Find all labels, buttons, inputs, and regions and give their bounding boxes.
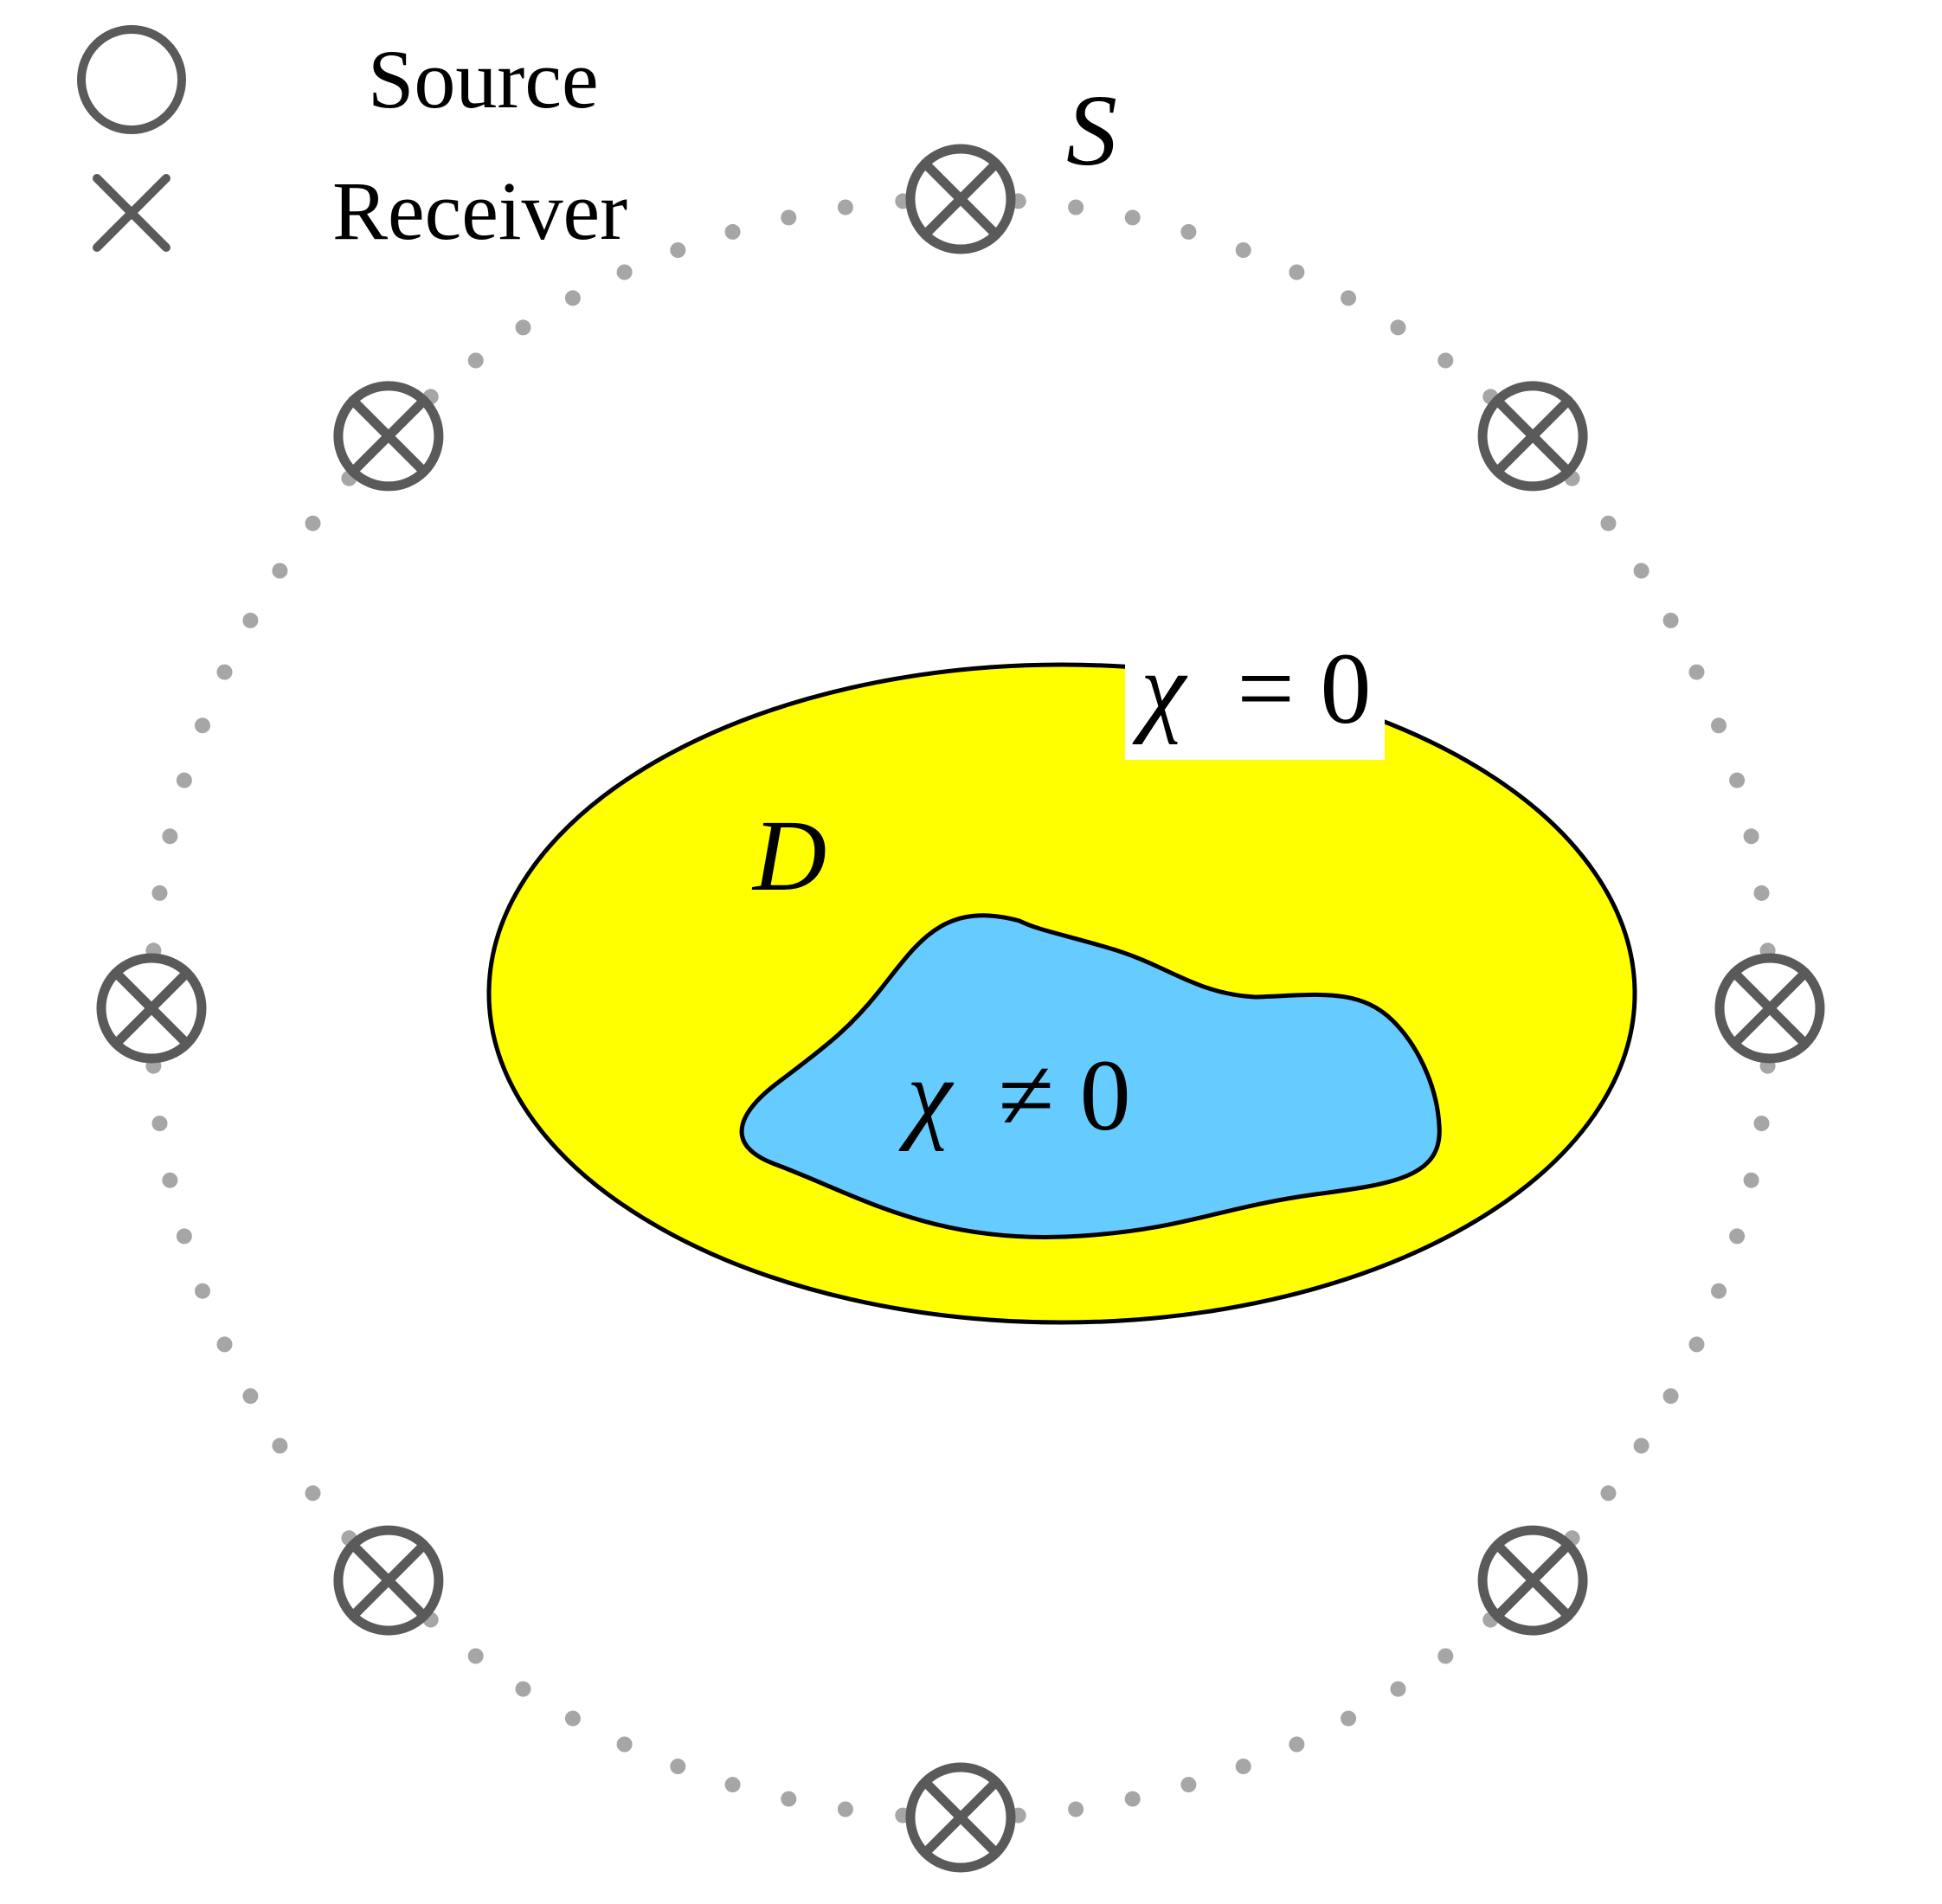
- surface-dot: [1289, 1736, 1305, 1753]
- legend: Source Receiver: [77, 25, 627, 257]
- surface-dot: [724, 223, 741, 240]
- surface-dot: [1662, 1388, 1679, 1405]
- surface-dot: [1743, 828, 1759, 845]
- source-legend-icon: [77, 25, 186, 134]
- surface-dot: [1688, 664, 1705, 680]
- surface-dot: [670, 1759, 686, 1774]
- surface-dot: [1341, 290, 1357, 306]
- transducer-icon: [1477, 1525, 1588, 1636]
- source-legend-label: Source: [368, 33, 599, 125]
- surface-dot: [1341, 1710, 1357, 1727]
- surface-dot: [1633, 1438, 1649, 1454]
- surface-dot: [151, 884, 168, 901]
- surface-dot: [176, 1228, 192, 1245]
- surface-dot: [1289, 264, 1305, 280]
- surface-dot: [616, 264, 633, 280]
- surface-dot: [1390, 1681, 1406, 1697]
- chi-zero-label-box: [1125, 658, 1385, 760]
- surface-dot: [1124, 1791, 1141, 1807]
- surface-dot: [195, 717, 210, 734]
- surface-dot: [670, 242, 686, 258]
- surface-dot: [1753, 1116, 1770, 1132]
- surface-dot: [467, 1648, 484, 1664]
- chi-nonzero-symbol: χ: [898, 1039, 955, 1152]
- surface-dot: [515, 319, 531, 336]
- scatterer-region: [739, 913, 1442, 1240]
- surface-dot: [1711, 1283, 1727, 1299]
- surface-dot: [1235, 242, 1251, 258]
- surface-dot: [1068, 199, 1084, 215]
- transducer-icon: [96, 953, 207, 1064]
- surface-dot: [837, 1801, 853, 1817]
- surface-dot: [305, 515, 321, 531]
- transducer-icon: [333, 1525, 444, 1636]
- surface-dot: [1600, 515, 1617, 531]
- surface-dot: [195, 1283, 210, 1299]
- surface-dot: [162, 1172, 178, 1188]
- transducer-icon: [905, 1762, 1016, 1873]
- chi-zero-label: χ = 0: [1132, 632, 1371, 745]
- surface-dot: [1068, 1801, 1084, 1817]
- surface-dot: [1124, 209, 1141, 226]
- surface-dot: [242, 1388, 259, 1405]
- surface-dot: [1711, 717, 1727, 734]
- surface-dot: [616, 1736, 633, 1753]
- chi-nonzero-label: χ ≠ 0: [898, 1039, 1131, 1152]
- transducer-group: [96, 144, 1825, 1873]
- surface-dot: [781, 1791, 797, 1807]
- receiver-legend-label: Receiver: [332, 164, 627, 257]
- surface-dot: [515, 1681, 531, 1697]
- surface-dot: [1180, 223, 1197, 240]
- surface-dot: [242, 612, 259, 628]
- surface-dot: [1743, 1172, 1759, 1188]
- surface-dot: [216, 1336, 233, 1353]
- surface-dot: [1437, 352, 1454, 369]
- surface-dot: [1729, 1228, 1746, 1245]
- surface-dot: [724, 1777, 741, 1793]
- transducer-icon: [1714, 953, 1825, 1064]
- surface-dot: [1633, 563, 1649, 579]
- surface-dot: [1390, 319, 1406, 336]
- surface-dot: [564, 1710, 581, 1727]
- surface-dot: [216, 664, 233, 680]
- surface-label: S: [1066, 74, 1117, 187]
- surface-dot: [305, 1485, 321, 1502]
- chi-zero-symbol: χ: [1132, 632, 1188, 745]
- surface-dot: [564, 290, 581, 306]
- surface-dot: [1729, 772, 1746, 788]
- surface-dot: [837, 199, 853, 215]
- surface-dot: [151, 1116, 168, 1132]
- surface-dot: [1662, 612, 1679, 628]
- surface-dot: [272, 563, 288, 579]
- chi-nonzero-relation: ≠ 0: [998, 1039, 1130, 1152]
- chi-zero-relation: = 0: [1237, 632, 1371, 745]
- surface-dot: [1753, 884, 1770, 901]
- surface-dot: [176, 772, 192, 788]
- transducer-icon: [1477, 381, 1588, 492]
- surface-dot: [1235, 1759, 1251, 1774]
- surface-dot: [467, 352, 484, 369]
- surface-dot: [1437, 1648, 1454, 1664]
- surface-dot: [272, 1438, 288, 1454]
- receiver-legend-icon: [93, 174, 170, 252]
- domain-label: D: [751, 799, 826, 912]
- surface-dot: [1180, 1777, 1197, 1793]
- surface-dot: [1600, 1485, 1617, 1502]
- surface-dot: [1688, 1336, 1705, 1353]
- transducer-icon: [905, 144, 1016, 254]
- surface-dot: [781, 209, 797, 226]
- transducer-icon: [333, 381, 444, 492]
- surface-dot: [162, 828, 178, 845]
